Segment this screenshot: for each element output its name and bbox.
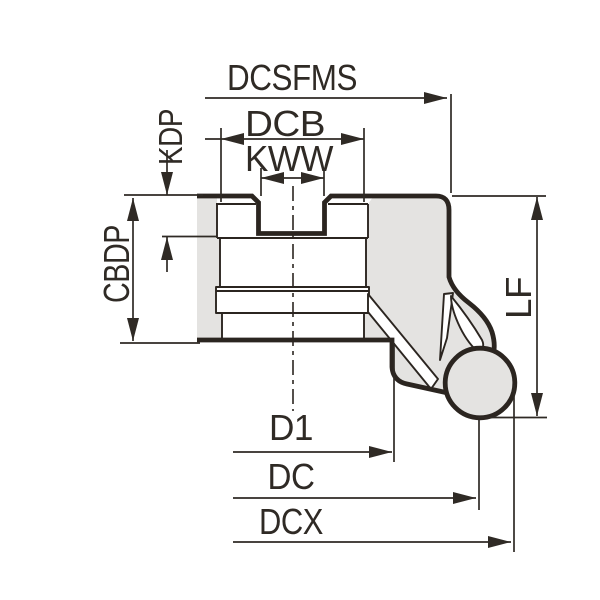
dc-arrow-right bbox=[453, 492, 476, 504]
dcx-arrow-right bbox=[488, 536, 511, 548]
dimension-kdp: KDP bbox=[124, 109, 217, 272]
body-top-outline bbox=[197, 193, 497, 351]
dim-label-dcsfms: DCSFMS bbox=[227, 57, 357, 98]
counterbore-edges bbox=[216, 203, 369, 340]
dimension-dcb: DCB bbox=[205, 103, 365, 202]
dim-label-cbdp: CBDP bbox=[96, 225, 137, 303]
dimension-dcx: DCX bbox=[233, 385, 515, 552]
body-bottom-outline bbox=[197, 337, 449, 396]
dcsfms-arrow-right bbox=[424, 92, 447, 104]
dcb-arrow-left bbox=[221, 133, 244, 145]
dim-label-lf: LF bbox=[498, 277, 539, 319]
kdp-arrow-down bbox=[161, 172, 173, 195]
dimension-kww: KWW bbox=[245, 138, 334, 196]
cbdp-arrow-up bbox=[127, 198, 139, 221]
dim-label-dc: DC bbox=[268, 456, 315, 497]
cbdp-arrow-down bbox=[127, 318, 139, 341]
dimension-lf: LF bbox=[452, 195, 547, 419]
dimension-dc: DC bbox=[233, 420, 480, 510]
dim-label-d1: D1 bbox=[269, 407, 313, 448]
round-insert bbox=[442, 345, 518, 421]
dimension-dcsfms: DCSFMS bbox=[205, 57, 452, 193]
dcb-arrow-right bbox=[341, 133, 364, 145]
body-left-wall bbox=[197, 196, 222, 340]
kdp-arrow-up bbox=[161, 237, 173, 260]
lf-arrow-down bbox=[531, 393, 543, 416]
pocket-wedge-sliver bbox=[439, 292, 454, 361]
d1-arrow-right bbox=[369, 446, 392, 458]
dim-label-dcb: DCB bbox=[245, 103, 325, 144]
kww-arrow-right bbox=[301, 172, 324, 184]
dim-label-kww: KWW bbox=[245, 138, 334, 179]
dim-label-kdp: KDP bbox=[152, 109, 189, 165]
lf-arrow-up bbox=[531, 197, 543, 220]
kww-arrow-left bbox=[261, 172, 284, 184]
dimension-d1: D1 bbox=[233, 343, 395, 462]
dimension-cbdp: CBDP bbox=[96, 198, 200, 344]
cutter-body-section bbox=[197, 193, 518, 421]
dim-label-dcx: DCX bbox=[259, 501, 323, 542]
